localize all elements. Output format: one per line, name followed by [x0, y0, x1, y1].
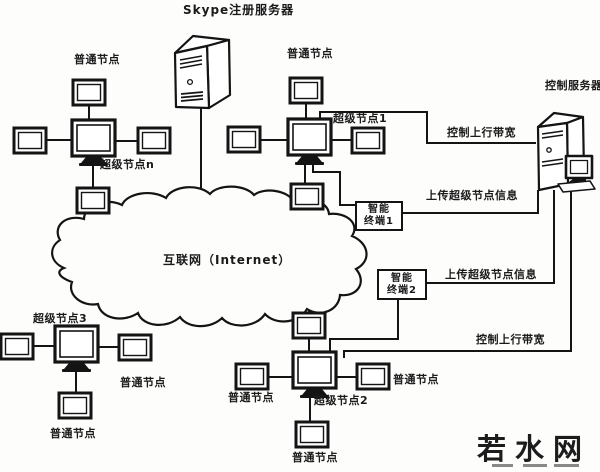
edge-label-upload-info-bottom: 上传超级节点信息 [445, 268, 537, 281]
ordinary-node-label: 普通节点 [50, 427, 96, 440]
ordinary-node-monitor [226, 125, 262, 154]
edge-label-control-uplink-top: 控制上行带宽 [447, 126, 516, 139]
ordinary-node-monitor [234, 362, 270, 391]
ordinary-node-monitor [75, 186, 111, 215]
super-node-3-monitor [53, 324, 100, 374]
watermark-subtext-mark [492, 464, 513, 467]
ordinary-node-label: 普通节点 [74, 53, 120, 66]
smart-terminal-2-line1: 智能 [391, 272, 413, 284]
edge-label-control-uplink-bottom: 控制上行带宽 [476, 333, 545, 346]
smart-terminal-1-box: 智能 终端1 [355, 201, 403, 231]
super-node-1-monitor [286, 117, 333, 167]
watermark-subtext-mark [554, 464, 579, 467]
ordinary-node-label: 普通节点 [287, 47, 333, 60]
ordinary-node-label: 普通节点 [292, 451, 338, 464]
ordinary-node-monitor [294, 420, 330, 449]
control-server-icon [536, 111, 596, 193]
ordinary-node-monitor [136, 126, 172, 155]
skype-server-icon [173, 34, 232, 110]
smart-terminal-2-line2: 终端2 [387, 284, 417, 296]
smart-terminal-1-line1: 智能 [368, 204, 390, 215]
ordinary-node-monitor [57, 391, 93, 420]
skype-server-label: Skype注册服务器 [183, 3, 295, 17]
ordinary-node-label: 普通节点 [120, 376, 166, 389]
ordinary-node-monitor [355, 362, 391, 391]
watermark-subtext-mark [523, 464, 547, 467]
internet-cloud [51, 185, 368, 328]
ordinary-node-monitor [291, 311, 327, 340]
control-server-label: 控制服务器 [545, 79, 600, 92]
connector-lines [33, 103, 572, 422]
internet-cloud-label: 互联网（Internet） [163, 253, 292, 267]
ordinary-node-label: 普通节点 [393, 373, 439, 386]
super-node-2-label: 超级节点2 [314, 394, 369, 407]
super-node-2-monitor [291, 350, 338, 400]
ordinary-node-monitor [289, 182, 325, 211]
edge-label-upload-info-top: 上传超级节点信息 [426, 189, 518, 202]
super-node-1-label: 超级节点1 [333, 112, 388, 125]
ordinary-node-monitor [117, 333, 153, 362]
ordinary-node-monitor [350, 126, 386, 155]
ordinary-node-label: 普通节点 [228, 391, 274, 404]
super-node-n-label: 超级节点n [100, 158, 155, 171]
smart-terminal-2-box: 智能 终端2 [377, 269, 427, 300]
ordinary-node-monitor [71, 78, 107, 107]
watermark-text: 若水网 [477, 432, 592, 466]
ordinary-node-monitor [0, 332, 35, 361]
ordinary-node-monitor [288, 76, 324, 105]
super-node-3-label: 超级节点3 [33, 312, 88, 325]
ordinary-node-monitor [12, 126, 48, 155]
smart-terminal-1-line2: 终端1 [364, 216, 394, 227]
